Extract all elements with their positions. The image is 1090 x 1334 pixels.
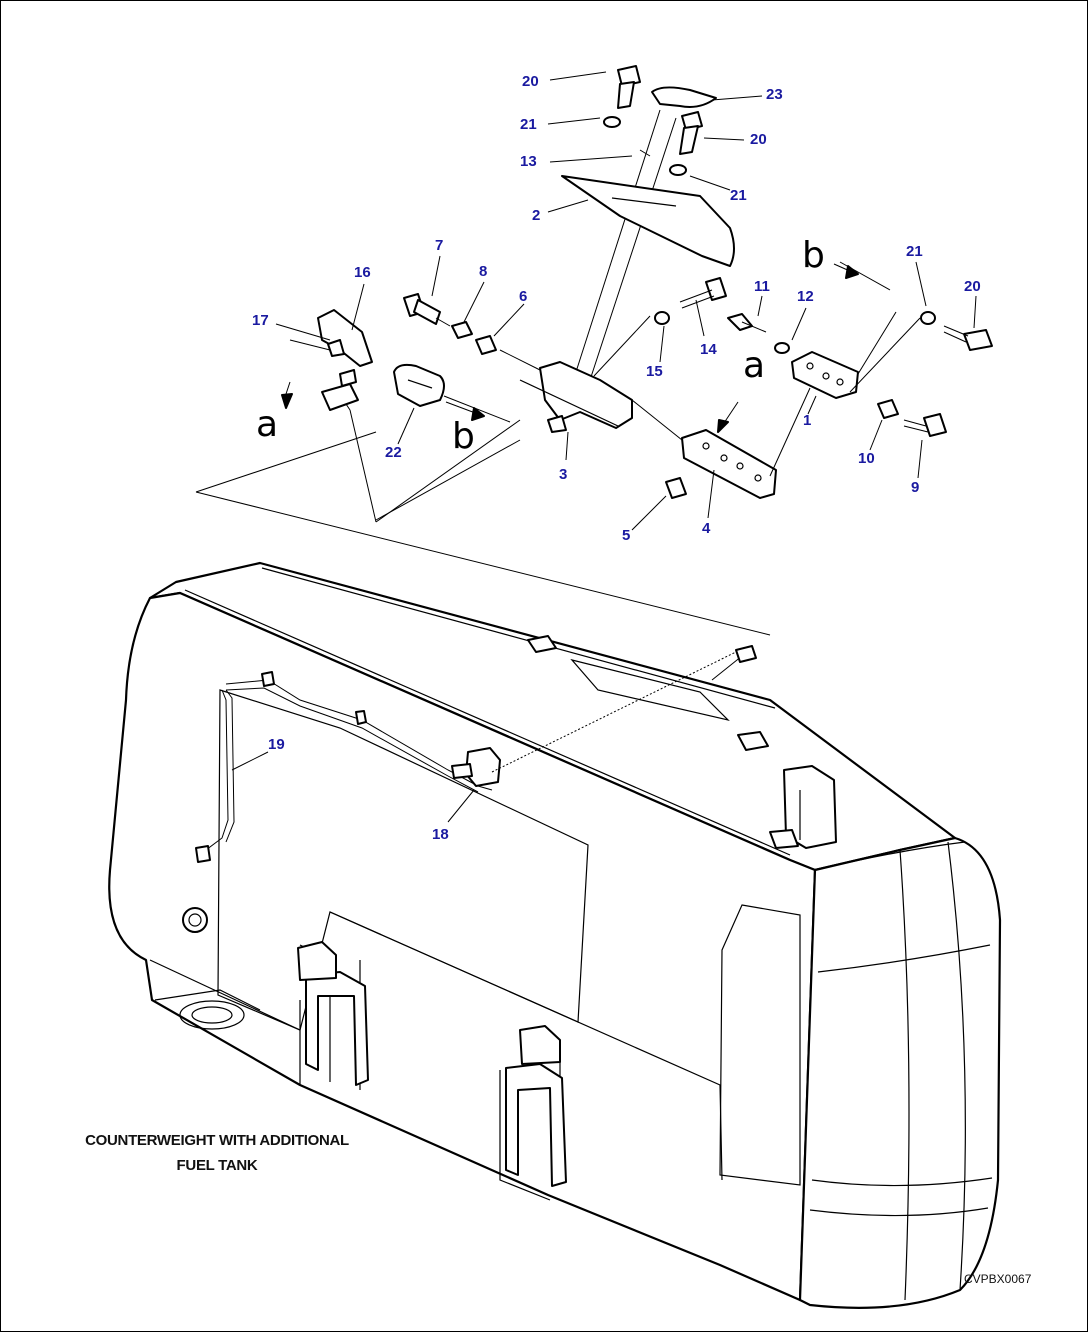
drawing-code: CVPBX0067 — [964, 1272, 1032, 1286]
callout-13: 13 — [520, 153, 537, 170]
callout-20-top: 20 — [522, 73, 539, 90]
callout-3: 3 — [559, 466, 567, 483]
callout-4: 4 — [702, 520, 711, 537]
callout-19: 19 — [268, 736, 285, 753]
callout-12: 12 — [797, 288, 814, 305]
callout-20-mid: 20 — [750, 131, 767, 148]
callout-20-right: 20 — [964, 278, 981, 295]
counterweight-tank — [108, 394, 1002, 1309]
callout-6: 6 — [519, 288, 527, 305]
bolt-20-top — [617, 65, 641, 109]
sensor-mounting-hardware — [281, 65, 993, 521]
callout-22: 22 — [385, 444, 402, 461]
callout-21-right: 21 — [906, 243, 923, 260]
callout-8: 8 — [479, 263, 487, 280]
callout-23: 23 — [766, 86, 783, 103]
callout-5: 5 — [622, 527, 630, 544]
view-marker-b-left: b — [452, 416, 475, 457]
callout-7: 7 — [435, 237, 443, 254]
callout-labels: 20 21 13 2 23 20 21 7 8 6 16 17 11 12 14… — [252, 73, 981, 843]
view-marker-a-left: a — [256, 404, 278, 445]
caption-line-2: FUEL TANK — [176, 1157, 258, 1174]
callout-2: 2 — [532, 207, 540, 224]
callout-11: 11 — [754, 278, 770, 295]
callout-9: 9 — [911, 479, 919, 496]
callout-14: 14 — [700, 341, 717, 358]
callout-15: 15 — [646, 363, 663, 380]
callout-18: 18 — [432, 826, 449, 843]
view-marker-b-right: b — [802, 235, 825, 276]
callout-leaders — [231, 71, 977, 823]
callout-21-mid: 21 — [730, 187, 747, 204]
view-marker-a-right: a — [743, 345, 765, 386]
callout-17: 17 — [252, 312, 269, 329]
figure-caption: COUNTERWEIGHT WITH ADDITIONAL FUEL TANK — [52, 1128, 382, 1178]
callout-16: 16 — [354, 264, 371, 281]
caption-line-1: COUNTERWEIGHT WITH ADDITIONAL — [85, 1132, 349, 1149]
callout-21-top: 21 — [520, 116, 537, 133]
callout-10: 10 — [858, 450, 875, 467]
callout-1: 1 — [803, 412, 811, 429]
